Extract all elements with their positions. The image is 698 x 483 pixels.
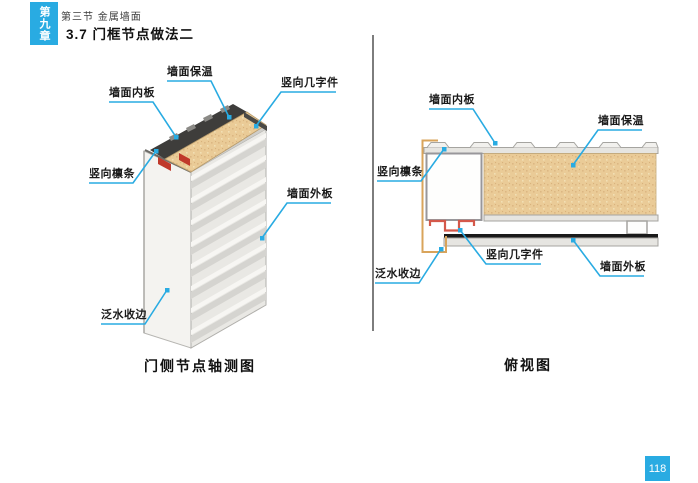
left-figure-caption: 门侧节点轴测图 xyxy=(144,358,256,374)
right-figure-caption: 俯视图 xyxy=(504,357,552,373)
purlin-box xyxy=(425,152,483,221)
cavity-top xyxy=(150,104,247,159)
flashing-outline xyxy=(421,139,447,253)
insulation-top xyxy=(164,111,267,173)
inner-panel-ribs xyxy=(426,142,659,148)
flashing-trim-face xyxy=(143,150,192,349)
label-flashing-trim: 泛水收边 xyxy=(101,309,147,321)
chapter-tab: 第九章 xyxy=(30,2,58,45)
insulation-backing-strip xyxy=(483,214,659,222)
label-wall-insulation: 墙面保温 xyxy=(598,115,644,127)
hat-profile-edge xyxy=(244,112,267,131)
red-clips xyxy=(158,153,190,171)
figure-divider xyxy=(372,35,374,331)
leader-dots xyxy=(154,115,576,293)
insulation-layer xyxy=(483,153,657,216)
label-wall-inner-panel: 墙面内板 xyxy=(109,87,155,99)
label-wall-outer-panel: 墙面外板 xyxy=(287,188,333,200)
breadcrumb: 第三节 金属墙面 xyxy=(61,12,142,23)
label-wall-outer-panel: 墙面外板 xyxy=(600,261,646,273)
spacer-bracket xyxy=(626,220,648,235)
label-vertical-purlin: 竖向檩条 xyxy=(377,166,423,178)
leader-lines xyxy=(89,80,644,325)
label-vertical-hat-profile: 竖向几字件 xyxy=(281,77,339,89)
outer-panel-strip xyxy=(443,237,659,247)
page-number-badge: 118 xyxy=(645,456,670,481)
label-wall-insulation: 墙面保温 xyxy=(167,66,213,78)
label-flashing-trim: 泛水收边 xyxy=(375,268,421,280)
top-view-figure xyxy=(421,139,659,253)
label-wall-inner-panel: 墙面内板 xyxy=(429,94,475,106)
membrane-line xyxy=(444,234,658,238)
corrugation-ribs xyxy=(191,133,266,343)
axonometric-figure xyxy=(143,104,267,349)
label-vertical-purlin: 竖向檩条 xyxy=(89,168,135,180)
label-vertical-hat-profile: 竖向几字件 xyxy=(486,249,544,261)
page-title: 3.7 门框节点做法二 xyxy=(66,27,195,42)
hat-profile-red xyxy=(428,219,476,232)
